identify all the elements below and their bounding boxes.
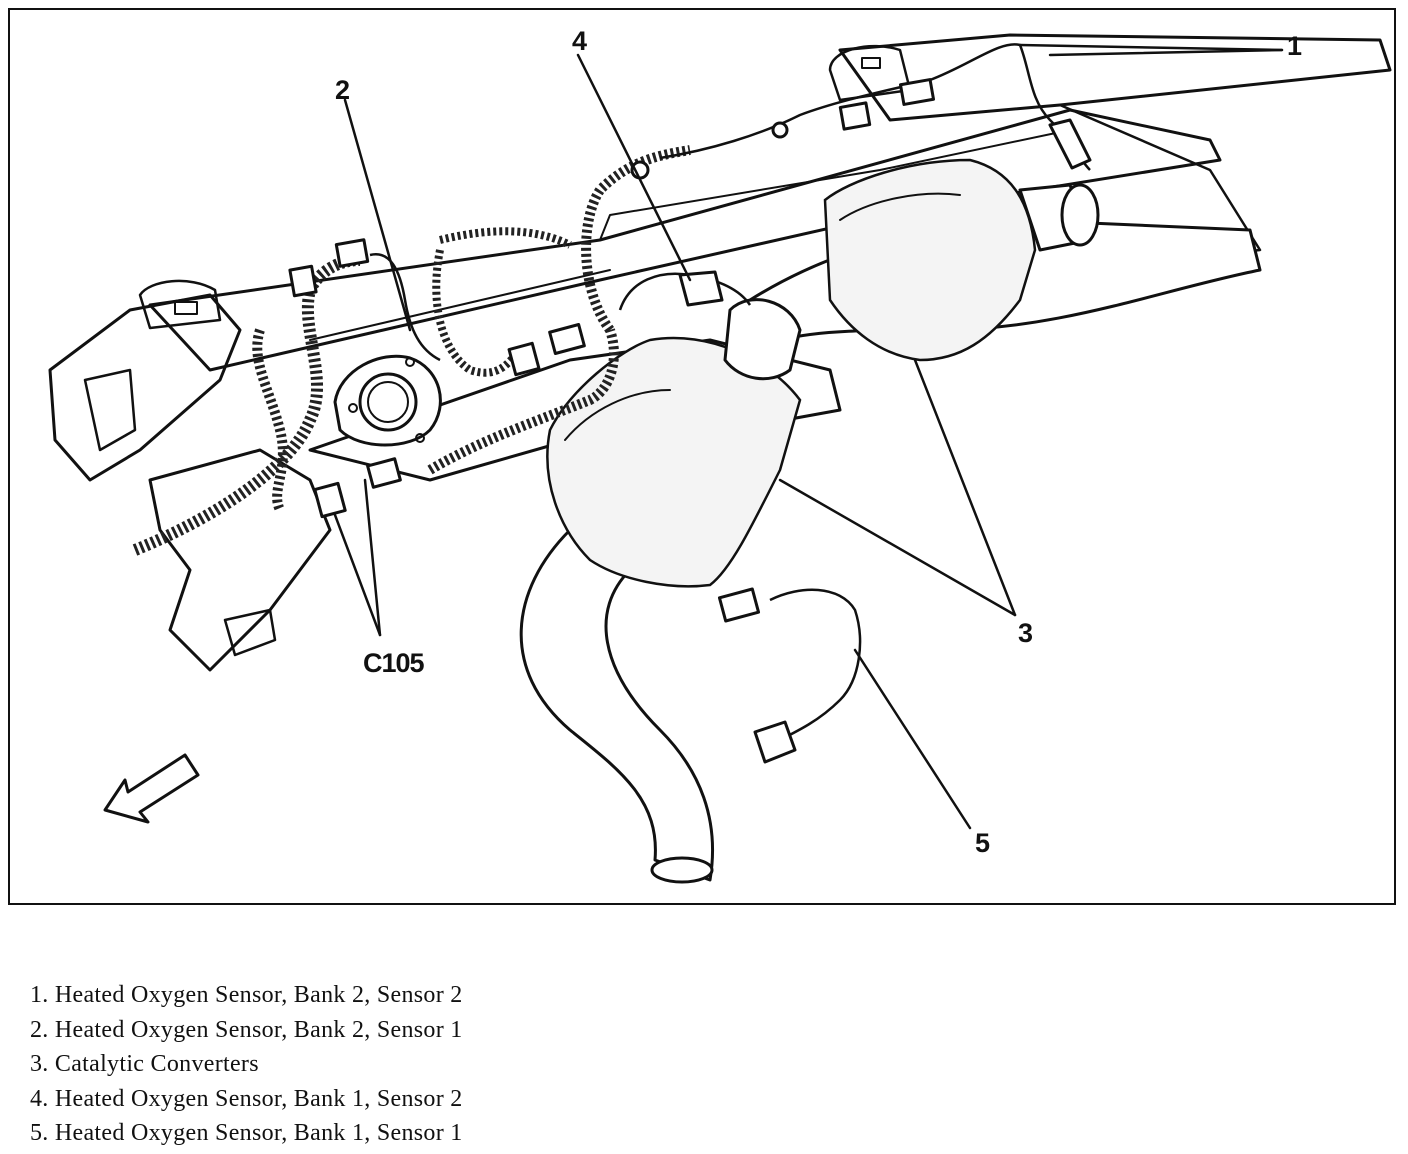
catalytic-converter-bank2 <box>823 158 1037 362</box>
callout-3: 3 <box>1018 618 1034 648</box>
wiring-harness <box>132 43 1091 747</box>
callout-5: 5 <box>975 828 991 858</box>
catalytic-converter-bank1 <box>546 298 802 588</box>
callout-1: 1 <box>1287 31 1303 61</box>
callout-4: 4 <box>572 26 588 56</box>
sensors-and-connectors <box>288 78 1092 764</box>
diagram-frame: 1 2 3 4 5 C105 <box>8 8 1396 905</box>
legend-item: 5. Heated Oxygen Sensor, Bank 1, Sensor … <box>30 1120 463 1146</box>
leader-lines <box>333 43 1284 830</box>
exhaust-sensor-drawing <box>48 33 1392 884</box>
callout-2: 2 <box>335 75 351 105</box>
callout-connector-c105: C105 <box>363 648 425 678</box>
legend-item: 2. Heated Oxygen Sensor, Bank 2, Sensor … <box>30 1016 463 1043</box>
legend-item: 1. Heated Oxygen Sensor, Bank 2, Sensor … <box>30 982 463 1008</box>
legend-item: 3. Catalytic Converters <box>30 1051 259 1077</box>
legend-list: 1. Heated Oxygen Sensor, Bank 2, Sensor … <box>30 978 463 1151</box>
front-direction-arrow-icon <box>103 753 200 824</box>
legend-item: 4. Heated Oxygen Sensor, Bank 1, Sensor … <box>30 1085 463 1112</box>
